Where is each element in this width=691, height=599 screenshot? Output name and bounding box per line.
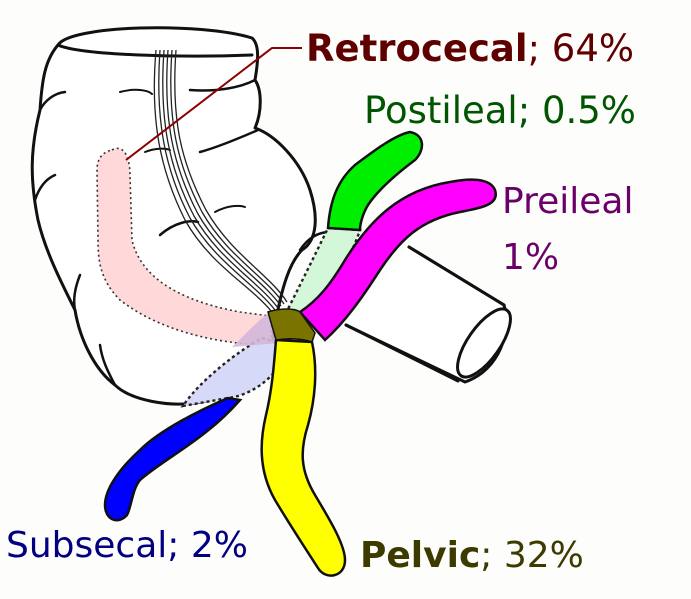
label-pelvic-sep: ;: [480, 535, 504, 576]
retrocecal-leader-line: [125, 47, 302, 161]
postileal-appendix: [326, 130, 424, 232]
label-subsecal-name: Subsecal: [6, 525, 168, 566]
label-retrocecal: Retrocecal; 64%: [306, 30, 634, 67]
label-postileal: Postileal; 0.5%: [364, 92, 636, 129]
label-postileal-name: Postileal: [364, 89, 518, 132]
preileal-appendix: [298, 178, 497, 342]
label-subsecal: Subsecal; 2%: [6, 528, 248, 564]
label-retrocecal-sep: ;: [527, 27, 552, 70]
label-preileal-percent: 1%: [502, 236, 560, 278]
label-preileal: Preileal 1%: [502, 174, 633, 286]
label-pelvic-percent: 32%: [503, 535, 584, 576]
label-postileal-sep: ;: [517, 89, 542, 132]
label-retrocecal-name: Retrocecal: [306, 27, 528, 70]
ileum-outline: [344, 245, 512, 384]
taenia-coli: [153, 49, 288, 313]
retrocecal-appendix: [96, 147, 273, 346]
label-pelvic-name: Pelvic: [360, 535, 481, 576]
overlap-region: [232, 312, 280, 347]
label-subsecal-percent: 2%: [190, 525, 248, 566]
subsecal-appendix: [103, 396, 243, 522]
label-postileal-percent: 0.5%: [541, 89, 636, 132]
label-preileal-name: Preileal: [502, 181, 634, 222]
label-retrocecal-percent: 64%: [551, 27, 635, 70]
label-pelvic: Pelvic; 32%: [360, 538, 584, 574]
pelvic-appendix: [260, 338, 347, 577]
label-subsecal-sep: ;: [167, 525, 191, 566]
appendix-base: [267, 308, 316, 343]
